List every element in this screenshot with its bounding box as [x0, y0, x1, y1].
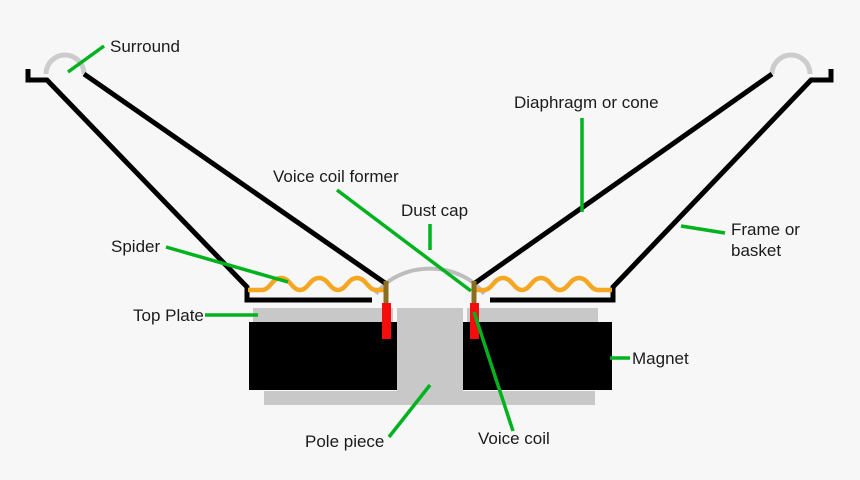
leader-surround [66, 44, 106, 74]
top-plate-right [467, 308, 598, 326]
label-magnet: Magnet [632, 349, 689, 368]
bottom-plate [264, 391, 595, 405]
frame-basket-right [490, 77, 814, 303]
spider-left [248, 275, 386, 293]
leader-spider [165, 245, 289, 284]
frame-basket-left [44, 77, 372, 303]
frame-tab-left [25, 69, 47, 83]
label-spider: Spider [111, 237, 160, 256]
diaphragm-cone-left [82, 71, 387, 286]
label-voice-coil: Voice coil [478, 429, 550, 448]
spider-right [474, 275, 612, 293]
label-voice-coil-former: Voice coil former [273, 167, 399, 186]
label-dust-cap: Dust cap [401, 201, 468, 220]
voice-coil-right [470, 303, 479, 339]
label-frame-or-basket-line1: Frame or [731, 220, 800, 239]
magnet-left [249, 322, 407, 390]
leader-voice-coil [472, 311, 515, 432]
voice-coil-left [382, 303, 391, 339]
pole-piece-column [397, 308, 463, 394]
surround-right [769, 52, 813, 75]
frame-tab-right [811, 69, 834, 83]
label-frame-or-basket: Frame or basket [731, 220, 805, 260]
diaphragm-cone-right [473, 71, 774, 286]
label-frame-or-basket-line2: basket [731, 241, 781, 260]
leader-voice-coil-former [335, 188, 473, 293]
label-pole-piece: Pole piece [305, 432, 384, 451]
label-surround: Surround [110, 37, 180, 56]
surround-left [43, 52, 87, 75]
leader-frame-or-basket [680, 224, 726, 235]
label-diaphragm-or-cone: Diaphragm or cone [514, 93, 659, 112]
label-top-plate: Top Plate [133, 306, 204, 325]
top-plate-left [253, 308, 393, 326]
leader-pole-piece [387, 383, 432, 439]
